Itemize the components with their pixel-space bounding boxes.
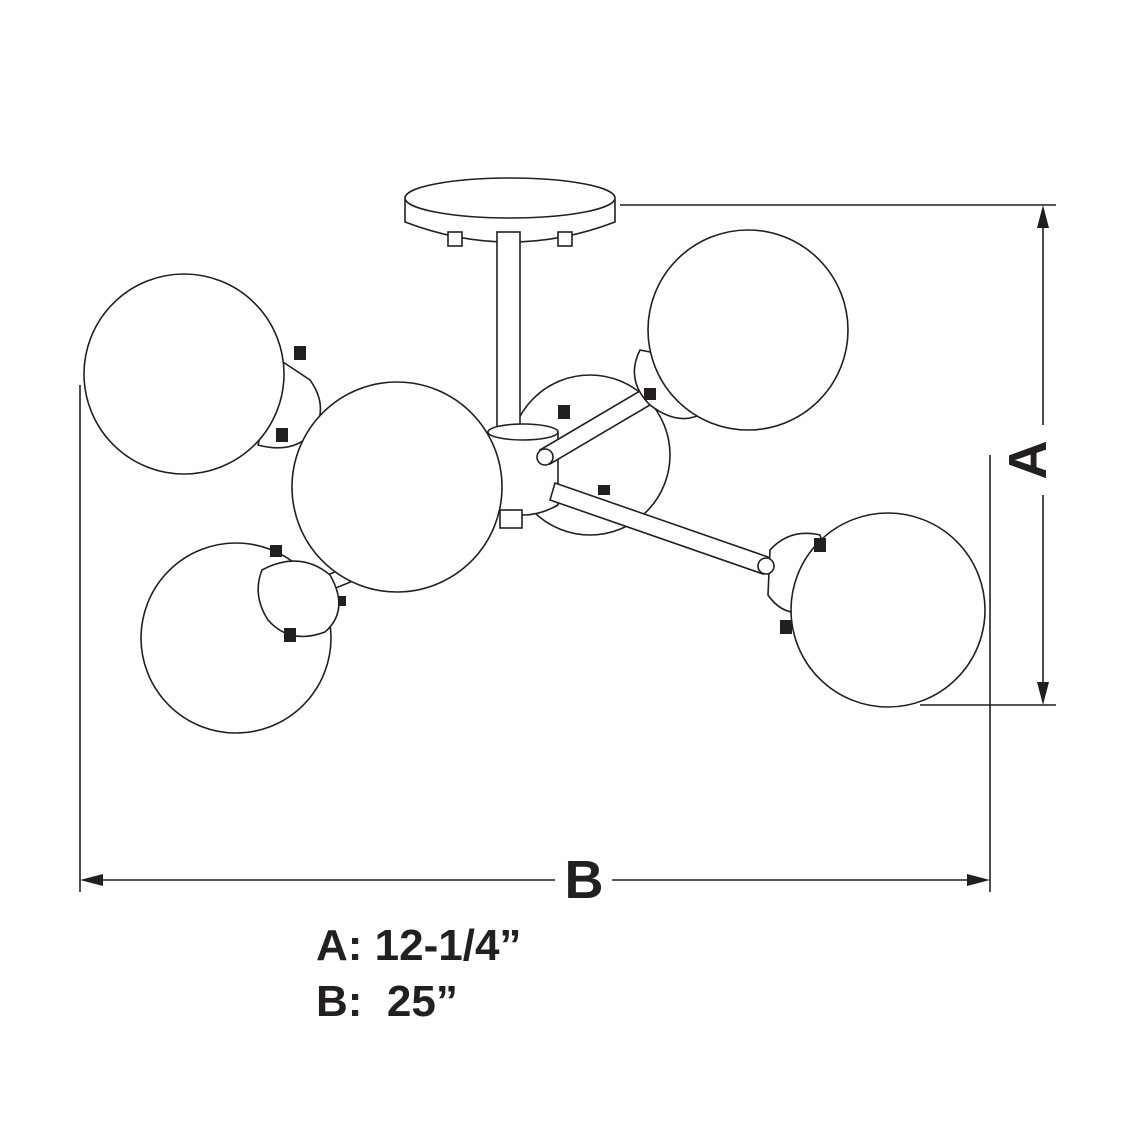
dimension-b-label: B: [565, 850, 604, 910]
globe-top-right: [633, 229, 849, 431]
globe-center-left: [291, 381, 503, 593]
spec-width: B: 25”: [316, 977, 458, 1026]
globe-right: [757, 512, 986, 708]
dimension-b: B: [79, 385, 991, 910]
dimension-a: A: [620, 204, 1058, 706]
dimension-a-label: A: [998, 441, 1058, 480]
globe-bottom-left: [140, 542, 346, 734]
globe-top-left: [83, 273, 322, 475]
spec-height: A: 12-1/4”: [316, 921, 522, 970]
center-stem: [496, 231, 521, 433]
